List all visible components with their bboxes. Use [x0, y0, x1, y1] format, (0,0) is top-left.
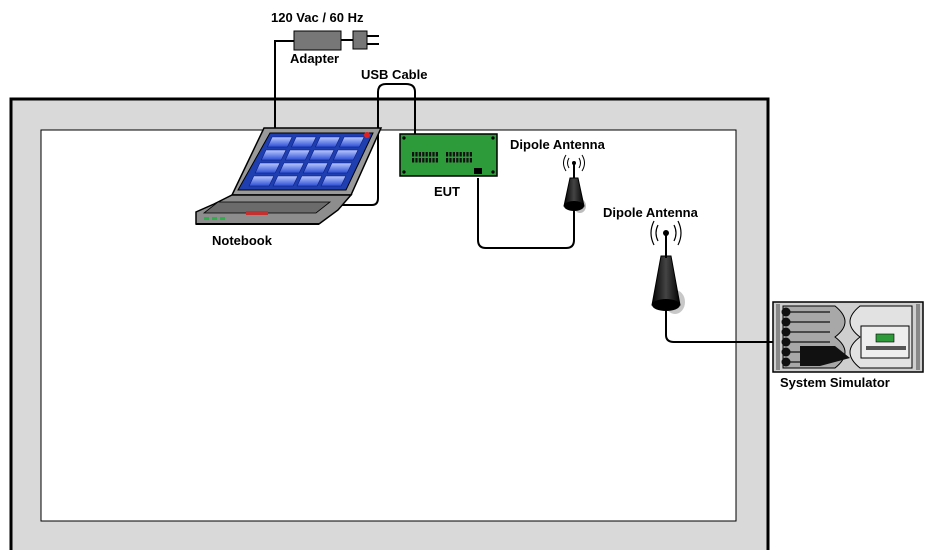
notebook-label: Notebook	[212, 233, 272, 248]
dipole-antenna-icon	[563, 154, 586, 213]
dipole-antenna-label: Dipole Antenna	[510, 137, 605, 152]
eut-board-icon	[399, 133, 498, 177]
power-adapter-icon	[293, 30, 379, 51]
dipole-antenna-icon	[650, 220, 685, 314]
dipole-antenna-label: Dipole Antenna	[603, 205, 698, 220]
eut-label: EUT	[434, 184, 460, 199]
usb-cable-label: USB Cable	[361, 67, 428, 82]
notebook-icon	[195, 127, 383, 225]
chamber-inner-area	[40, 129, 737, 522]
adapter-label: Adapter	[290, 51, 340, 66]
system-simulator-label: System Simulator	[780, 375, 890, 390]
power-source-label: 120 Vac / 60 Hz	[271, 10, 364, 25]
usb-cable	[338, 83, 416, 206]
eut-antenna-cable	[477, 178, 575, 249]
system-simulator-icon	[772, 301, 924, 373]
power-cable	[274, 40, 295, 128]
simulator-antenna-cable	[665, 305, 775, 343]
